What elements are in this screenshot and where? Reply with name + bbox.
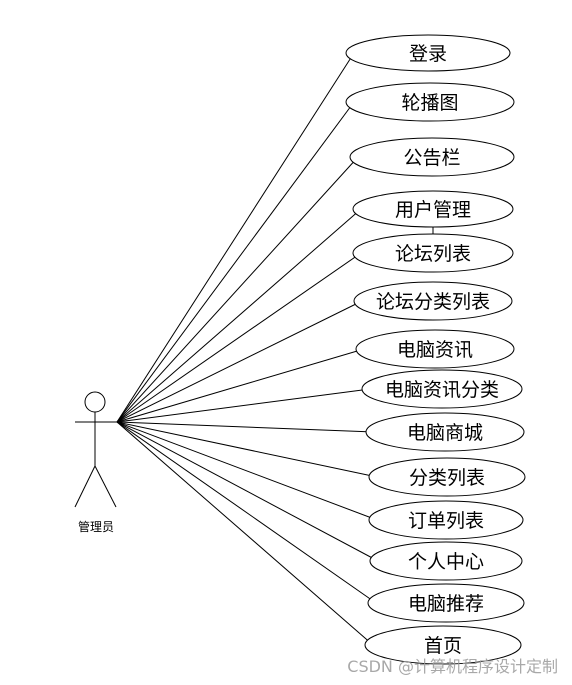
use-case-10: 分类列表 (368, 457, 526, 497)
use-case-label: 电脑资讯分类 (385, 379, 499, 401)
use-case-3: 公告栏 (349, 137, 515, 177)
watermark: CSDN @计算机程序设计定制 (347, 657, 558, 676)
association-line (116, 421, 379, 562)
association-line (116, 101, 355, 423)
use-case-label: 电脑商城 (407, 422, 483, 444)
use-case-label: 首页 (424, 635, 462, 657)
association-line (116, 208, 362, 423)
use-case-11: 订单列表 (368, 500, 524, 540)
use-case-8: 电脑资讯分类 (361, 369, 523, 409)
association-line (116, 421, 375, 433)
actor-admin (74, 391, 117, 508)
use-case-ellipse (353, 281, 513, 321)
use-case-label: 论坛列表 (395, 243, 471, 265)
use-case-7: 电脑资讯 (355, 329, 515, 369)
use-case-ellipse (349, 137, 515, 177)
association-line (116, 252, 362, 423)
association-line (116, 388, 371, 423)
use-case-1: 登录 (345, 34, 511, 72)
association-line (116, 300, 363, 423)
use-case-label: 个人中心 (408, 551, 484, 573)
use-case-ellipse (367, 583, 525, 623)
use-case-ellipse (365, 412, 525, 452)
association-line (116, 421, 377, 604)
use-case-12: 个人中心 (369, 541, 523, 581)
use-case-label: 分类列表 (409, 467, 485, 489)
use-case-9: 电脑商城 (365, 412, 525, 452)
use-case-label: 公告栏 (403, 147, 460, 169)
actor-label: 管理员 (78, 519, 114, 534)
use-case-ellipse (355, 329, 515, 369)
use-case-ellipse (368, 500, 524, 540)
association-line (116, 156, 359, 423)
use-case-14: 首页 (364, 625, 522, 665)
use-case-label: 电脑推荐 (408, 593, 484, 615)
use-case-label: 用户管理 (395, 199, 471, 221)
association-line (116, 421, 378, 521)
use-case-5: 论坛列表 (352, 233, 514, 273)
use-case-ellipse (364, 625, 522, 665)
association-line (116, 421, 378, 478)
use-case-4: 用户管理 (352, 190, 514, 228)
use-case-label: 论坛分类列表 (376, 291, 490, 313)
association-lines (116, 52, 379, 646)
use-case-label: 轮播图 (401, 92, 458, 114)
use-case-13: 电脑推荐 (367, 583, 525, 623)
use-case-ellipse (345, 82, 515, 122)
association-line (116, 421, 374, 646)
use-case-ellipse (352, 190, 514, 228)
use-case-label: 订单列表 (408, 510, 484, 532)
use-case-ellipse (345, 34, 511, 72)
use-case-group: 登录轮播图公告栏用户管理论坛列表论坛分类列表电脑资讯电脑资讯分类电脑商城分类列表… (345, 34, 526, 665)
use-case-ellipse (352, 233, 514, 273)
use-case-ellipse (368, 457, 526, 497)
actor-right-leg (94, 465, 117, 508)
use-case-ellipse (369, 541, 523, 581)
association-line (116, 348, 365, 423)
association-line (116, 52, 355, 423)
use-case-ellipse (361, 369, 523, 409)
use-case-6: 论坛分类列表 (353, 281, 513, 321)
actor-left-leg (74, 465, 96, 508)
use-case-label: 电脑资讯 (397, 339, 473, 361)
use-case-label: 登录 (409, 43, 447, 65)
actor-head (84, 391, 106, 413)
use-case-2: 轮播图 (345, 82, 515, 122)
